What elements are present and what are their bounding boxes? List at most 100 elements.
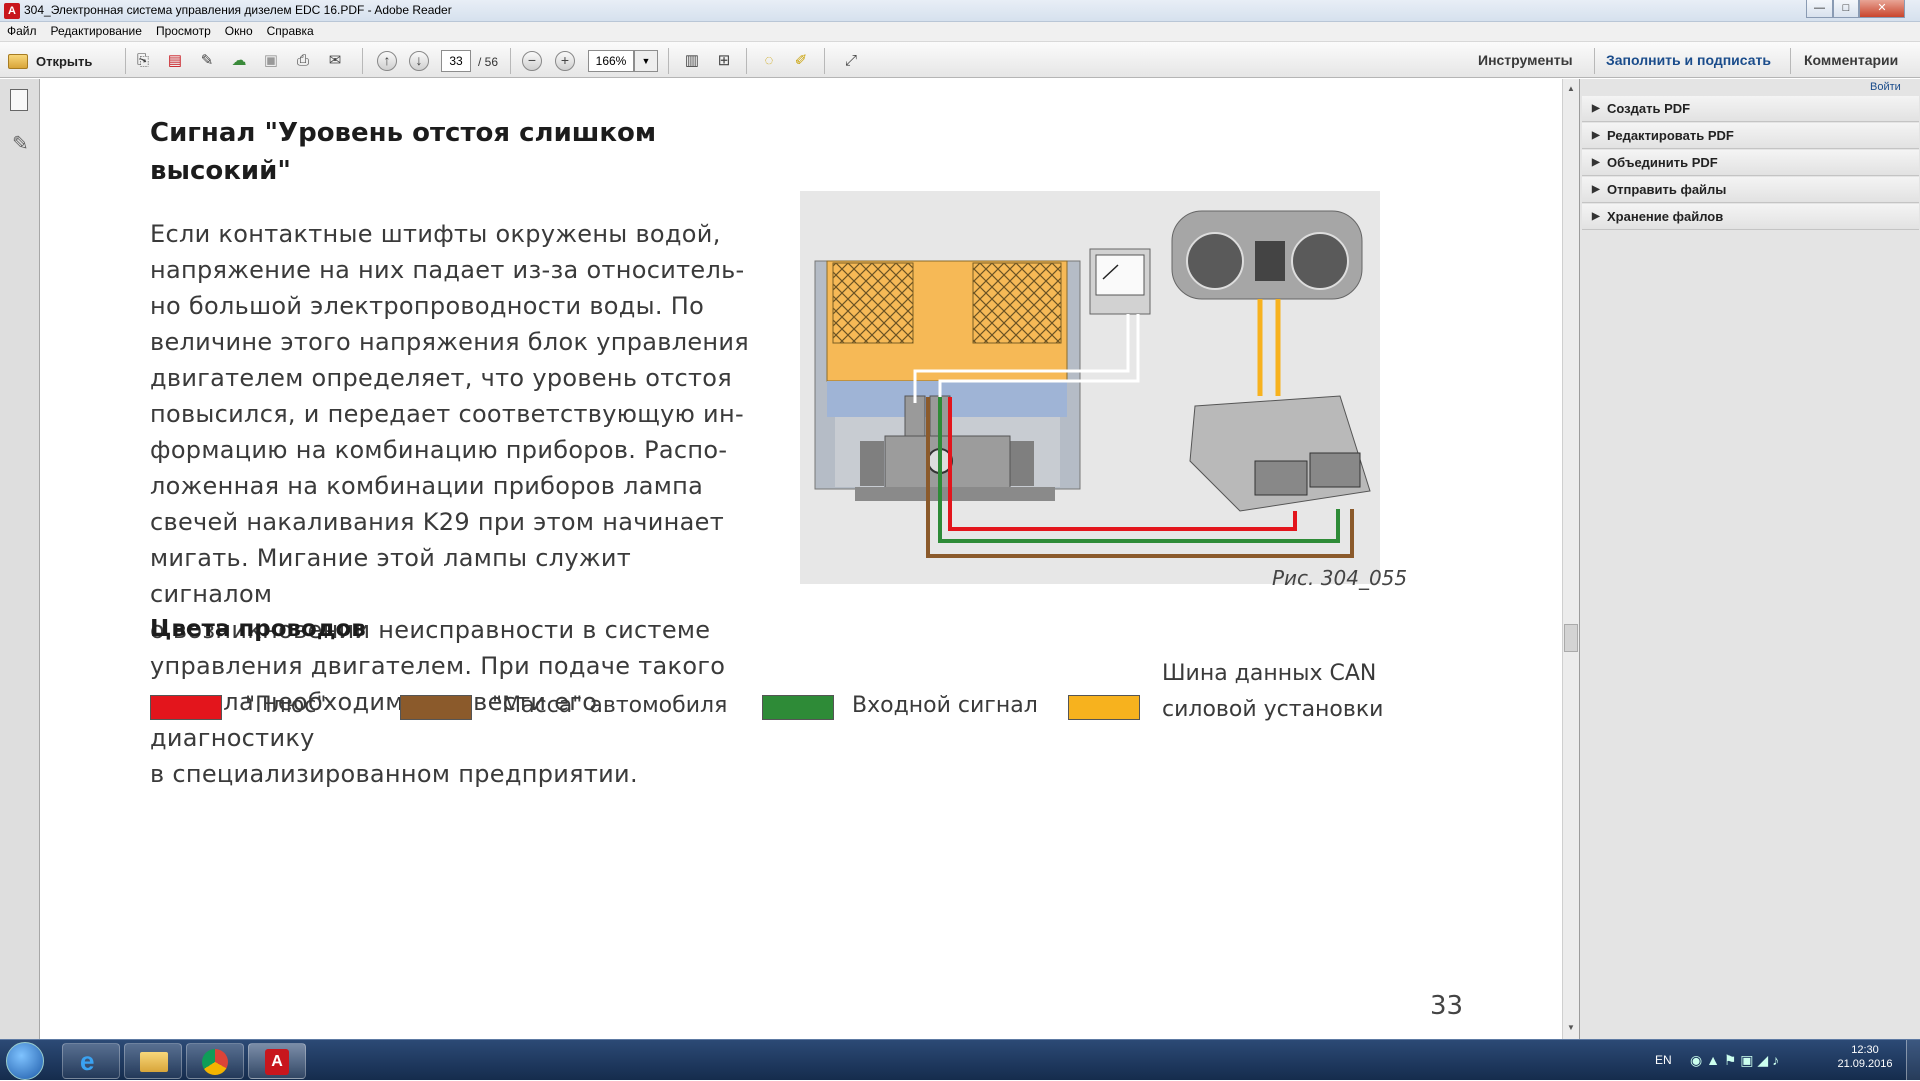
open-button[interactable]: Открыть bbox=[8, 50, 92, 72]
fit-width-icon[interactable]: ⊞ bbox=[717, 52, 731, 69]
paragraph-line: о возникновении неисправности в системе bbox=[150, 616, 711, 644]
legend-label-plus: "Плюс" bbox=[245, 693, 327, 718]
heading-line-1: Сигнал "Уровень отстоя слишком bbox=[150, 118, 657, 148]
panel-item-edit-pdf[interactable]: ▶Редактировать PDF bbox=[1582, 123, 1919, 149]
create-pdf-icon[interactable]: ⎘ bbox=[136, 52, 149, 69]
export-pdf-icon[interactable]: ▤ bbox=[167, 52, 183, 69]
page-total: / 56 bbox=[478, 55, 499, 69]
expand-arrow-icon: ▶ bbox=[1592, 184, 1600, 195]
taskbar-chrome-button[interactable] bbox=[186, 1043, 244, 1079]
cloud-upload-icon[interactable]: ☁ bbox=[231, 52, 247, 69]
taskbar-explorer-button[interactable] bbox=[124, 1043, 182, 1079]
vertical-scrollbar[interactable]: ▲ ▼ bbox=[1562, 79, 1579, 1039]
menu-file[interactable]: Файл bbox=[7, 24, 37, 38]
expand-arrow-icon: ▶ bbox=[1592, 157, 1600, 168]
fullscreen-icon[interactable]: ⤢ bbox=[844, 52, 857, 69]
clock-time: 12:30 bbox=[1851, 1044, 1879, 1056]
show-desktop-button[interactable] bbox=[1906, 1040, 1920, 1081]
menu-view[interactable]: Просмотр bbox=[155, 24, 211, 38]
figure-caption: Рис. 304_055 bbox=[1272, 566, 1408, 590]
email-icon[interactable]: ✉ bbox=[328, 52, 342, 69]
close-button[interactable]: ✕ bbox=[1859, 0, 1905, 18]
adobe-reader-icon: A bbox=[4, 3, 20, 19]
legend-swatch-ground bbox=[400, 695, 472, 720]
panel-item-send-files[interactable]: ▶Отправить файлы bbox=[1582, 177, 1919, 203]
chrome-icon bbox=[202, 1049, 228, 1075]
scroll-down-icon[interactable]: ▼ bbox=[1567, 1023, 1575, 1032]
page-heading: Сигнал "Уровень отстоя слишком высокий" bbox=[150, 114, 656, 190]
paragraph-line: в специализированном предприятии. bbox=[150, 760, 638, 788]
legend-label-ground: "Масса" автомобиля bbox=[492, 693, 728, 718]
menu-window[interactable]: Окно bbox=[224, 24, 253, 38]
menu-help[interactable]: Справка bbox=[266, 24, 314, 38]
paragraph-line: мигать. Мигание этой лампы служит сигнал… bbox=[150, 544, 632, 608]
paragraph-line: величине этого напряжения блок управлени… bbox=[150, 328, 750, 356]
folder-icon bbox=[8, 53, 28, 69]
toolbar: Открыть ⎘ ▤ ✎ ☁ ▣ ⎙ ✉ ↑ ↓ 33 / 56 − + 16… bbox=[0, 42, 1920, 78]
maximize-button[interactable]: □ bbox=[1833, 0, 1859, 18]
save-icon[interactable]: ▣ bbox=[263, 52, 279, 69]
taskbar: e A EN ◉ ▲ ⚑ ▣ ◢ ♪ 12:30 21.09.2016 bbox=[0, 1039, 1920, 1081]
heading-line-2: высокий" bbox=[150, 156, 291, 186]
zoom-in-icon[interactable]: + bbox=[555, 51, 575, 71]
open-label: Открыть bbox=[36, 53, 93, 69]
title-bar: A 304_Электронная система управления диз… bbox=[0, 0, 1920, 22]
zoom-dropdown-icon[interactable]: ▼ bbox=[634, 50, 658, 72]
menu-bar: Файл Редактирование Просмотр Окно Справка bbox=[0, 22, 1920, 42]
expand-arrow-icon: ▶ bbox=[1592, 103, 1600, 114]
legend-swatch-input-signal bbox=[762, 695, 834, 720]
zoom-out-icon[interactable]: − bbox=[522, 51, 542, 71]
paragraph-line: повысился, и передает соответствующую ин… bbox=[150, 400, 744, 428]
panel-item-combine-pdf[interactable]: ▶Объединить PDF bbox=[1582, 150, 1919, 176]
folder-icon bbox=[140, 1052, 168, 1072]
paragraph-line: Если контактные штифты окружены водой, bbox=[150, 220, 721, 248]
attachments-icon[interactable]: ✎ bbox=[12, 133, 29, 155]
taskbar-adobe-reader-button[interactable]: A bbox=[248, 1043, 306, 1079]
comment-icon[interactable]: ◌ bbox=[764, 52, 774, 69]
menu-edit[interactable]: Редактирование bbox=[50, 24, 142, 38]
internet-explorer-icon: e bbox=[80, 1046, 95, 1076]
paragraph-line: сигнала необходимо провести его диагност… bbox=[150, 688, 598, 752]
window-title: 304_Электронная система управления дизел… bbox=[24, 3, 452, 17]
paragraph-line: напряжение на них падает из-за относител… bbox=[150, 256, 745, 284]
legend-label-can-bus: Шина данных CAN силовой установки bbox=[1162, 661, 1384, 722]
paragraph-line: двигателем определяет, что уровень отсто… bbox=[150, 364, 732, 392]
legend-label-input-signal: Входной сигнал bbox=[852, 693, 1038, 718]
paragraph-line: но большой электропроводности воды. По bbox=[150, 292, 705, 320]
comments-link[interactable]: Комментарии bbox=[1804, 52, 1899, 68]
legend-swatch-can-bus bbox=[1068, 695, 1140, 720]
scroll-up-icon[interactable]: ▲ bbox=[1567, 84, 1575, 93]
clock[interactable]: 12:30 21.09.2016 bbox=[1835, 1044, 1895, 1070]
tray-icons[interactable]: ◉ ▲ ⚑ ▣ ◢ ♪ bbox=[1690, 1052, 1780, 1068]
page-number: 33 bbox=[1430, 991, 1464, 1021]
tools-pane: Войти ▶Создать PDF ▶Редактировать PDF ▶О… bbox=[1579, 79, 1920, 1039]
language-indicator[interactable]: EN bbox=[1655, 1053, 1672, 1067]
navigation-pane: ✎ bbox=[0, 79, 40, 1039]
page-thumbnails-icon[interactable] bbox=[10, 89, 28, 111]
fit-page-icon[interactable]: ▥ bbox=[684, 52, 700, 69]
body-paragraph: Если контактные штифты окружены водой, н… bbox=[150, 216, 760, 792]
next-page-icon[interactable]: ↓ bbox=[409, 51, 429, 71]
expand-arrow-icon: ▶ bbox=[1592, 130, 1600, 141]
start-button[interactable] bbox=[6, 1042, 44, 1080]
zoom-input[interactable]: 166% bbox=[588, 50, 634, 72]
clock-date: 21.09.2016 bbox=[1837, 1058, 1893, 1070]
panel-item-store-files[interactable]: ▶Хранение файлов bbox=[1582, 204, 1919, 230]
paragraph-line: свечей накаливания K29 при этом начинает bbox=[150, 508, 724, 536]
print-icon[interactable]: ⎙ bbox=[296, 52, 309, 69]
taskbar-ie-button[interactable]: e bbox=[62, 1043, 120, 1079]
signin-link[interactable]: Войти bbox=[1870, 81, 1901, 93]
highlight-icon[interactable]: ✐ bbox=[794, 52, 808, 69]
wiring-diagram-figure bbox=[800, 191, 1380, 584]
page-number-input[interactable]: 33 bbox=[441, 50, 471, 72]
tools-link[interactable]: Инструменты bbox=[1478, 52, 1573, 68]
edit-icon[interactable]: ✎ bbox=[200, 52, 214, 69]
paragraph-line: управления двигателем. При подаче такого bbox=[150, 652, 726, 680]
legend-swatch-plus bbox=[150, 695, 222, 720]
previous-page-icon[interactable]: ↑ bbox=[377, 51, 397, 71]
scrollbar-thumb[interactable] bbox=[1564, 624, 1578, 652]
expand-arrow-icon: ▶ bbox=[1592, 211, 1600, 222]
panel-item-create-pdf[interactable]: ▶Создать PDF bbox=[1582, 96, 1919, 122]
fill-sign-link[interactable]: Заполнить и подписать bbox=[1606, 52, 1771, 68]
minimize-button[interactable]: — bbox=[1806, 0, 1833, 18]
